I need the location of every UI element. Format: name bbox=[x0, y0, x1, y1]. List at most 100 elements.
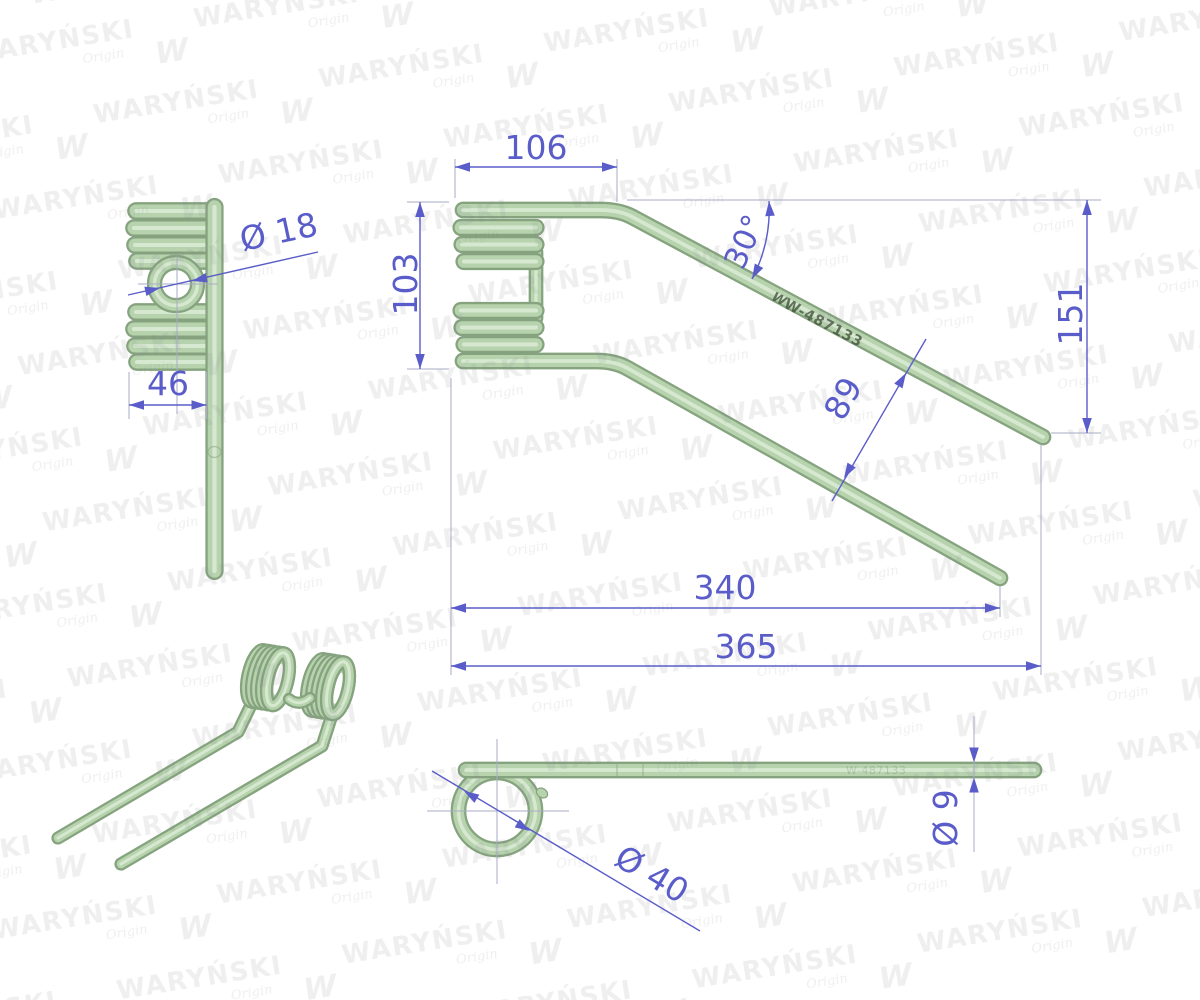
svg-text:W: W bbox=[678, 429, 714, 470]
dim-right-drop: 151 bbox=[1051, 283, 1090, 346]
spring-tine-views bbox=[51, 197, 1052, 871]
svg-text:W: W bbox=[502, 776, 538, 817]
svg-text:Origin: Origin bbox=[1057, 372, 1101, 393]
svg-text:W: W bbox=[177, 908, 213, 949]
dim-length-inner: 340 bbox=[694, 568, 757, 607]
svg-text:W: W bbox=[0, 380, 14, 421]
svg-text:W: W bbox=[128, 596, 164, 637]
svg-text:W: W bbox=[303, 248, 339, 289]
svg-text:Origin: Origin bbox=[731, 503, 775, 524]
svg-text:Origin: Origin bbox=[180, 670, 224, 691]
svg-text:Origin: Origin bbox=[506, 539, 550, 560]
svg-text:W: W bbox=[778, 333, 814, 374]
svg-text:W: W bbox=[154, 32, 190, 73]
svg-text:W: W bbox=[928, 549, 964, 590]
svg-text:Origin: Origin bbox=[430, 791, 474, 812]
svg-text:W: W bbox=[729, 21, 765, 62]
svg-text:WARYŃSKI: WARYŃSKI bbox=[0, 672, 10, 730]
svg-text:Origin: Origin bbox=[1182, 432, 1200, 453]
svg-text:Origin: Origin bbox=[1032, 215, 1076, 236]
svg-text:W: W bbox=[828, 645, 864, 686]
svg-text:Origin: Origin bbox=[305, 730, 349, 751]
svg-text:Origin: Origin bbox=[1106, 684, 1150, 705]
svg-text:Origin: Origin bbox=[981, 623, 1025, 644]
svg-text:Origin: Origin bbox=[907, 155, 951, 176]
svg-text:W: W bbox=[277, 812, 313, 853]
svg-text:W: W bbox=[1079, 45, 1115, 86]
svg-text:W: W bbox=[353, 560, 389, 601]
svg-text:Origin: Origin bbox=[1132, 120, 1176, 141]
svg-text:Origin: Origin bbox=[481, 383, 525, 404]
svg-text:WARYŃSKI: WARYŃSKI bbox=[1191, 458, 1200, 516]
svg-text:Origin: Origin bbox=[381, 479, 425, 500]
svg-text:W: W bbox=[53, 128, 89, 169]
svg-text:Origin: Origin bbox=[332, 166, 376, 187]
svg-text:Origin: Origin bbox=[256, 418, 300, 439]
svg-text:W: W bbox=[854, 81, 890, 122]
dim-side-coil-width: 46 bbox=[147, 364, 189, 403]
svg-text:W: W bbox=[1178, 669, 1200, 710]
svg-text:Origin: Origin bbox=[80, 766, 124, 787]
svg-text:W: W bbox=[478, 620, 514, 661]
svg-text:Origin: Origin bbox=[656, 755, 700, 776]
svg-text:W: W bbox=[377, 716, 413, 757]
svg-text:W: W bbox=[178, 188, 214, 229]
dim-top-width: 106 bbox=[505, 128, 568, 167]
svg-text:Origin: Origin bbox=[631, 599, 675, 620]
svg-text:Origin: Origin bbox=[706, 347, 750, 368]
svg-text:Origin: Origin bbox=[657, 35, 701, 56]
svg-text:W: W bbox=[1053, 609, 1089, 650]
svg-text:W: W bbox=[653, 273, 689, 314]
svg-text:W: W bbox=[1153, 513, 1189, 554]
svg-text:Origin: Origin bbox=[455, 947, 499, 968]
dim-coil-height: 103 bbox=[386, 253, 425, 316]
svg-text:Origin: Origin bbox=[956, 467, 1000, 488]
svg-text:Origin: Origin bbox=[1131, 840, 1175, 861]
svg-text:Origin: Origin bbox=[1007, 59, 1051, 80]
svg-text:Origin: Origin bbox=[932, 311, 976, 332]
svg-text:Origin: Origin bbox=[230, 982, 274, 1000]
svg-text:Origin: Origin bbox=[281, 574, 325, 595]
svg-text:W: W bbox=[603, 681, 639, 722]
svg-text:W: W bbox=[803, 489, 839, 530]
svg-text:Origin: Origin bbox=[531, 695, 575, 716]
svg-text:W: W bbox=[1028, 453, 1064, 494]
svg-text:W: W bbox=[78, 284, 114, 325]
svg-text:W: W bbox=[253, 656, 289, 697]
svg-text:W: W bbox=[578, 525, 614, 566]
svg-text:W: W bbox=[529, 212, 565, 253]
dim-wire-diameter: Ø 9 bbox=[926, 789, 965, 846]
dim-length-overall: 365 bbox=[715, 627, 778, 666]
svg-text:Origin: Origin bbox=[882, 0, 926, 21]
svg-text:W: W bbox=[752, 897, 788, 938]
svg-text:Origin: Origin bbox=[781, 815, 825, 836]
svg-text:Origin: Origin bbox=[782, 95, 826, 116]
svg-text:Origin: Origin bbox=[1030, 936, 1074, 957]
svg-text:Origin: Origin bbox=[82, 46, 126, 67]
svg-text:Origin: Origin bbox=[682, 191, 726, 212]
svg-text:Origin: Origin bbox=[131, 358, 175, 379]
svg-text:Origin: Origin bbox=[606, 443, 650, 464]
svg-text:Origin: Origin bbox=[106, 202, 150, 223]
svg-text:Origin: Origin bbox=[205, 826, 249, 847]
svg-text:Origin: Origin bbox=[1157, 276, 1200, 297]
svg-text:Origin: Origin bbox=[207, 106, 251, 127]
svg-text:W: W bbox=[627, 837, 663, 878]
svg-text:W: W bbox=[978, 861, 1014, 902]
svg-text:W: W bbox=[879, 237, 915, 278]
svg-text:W: W bbox=[853, 801, 889, 842]
svg-text:Origin: Origin bbox=[1006, 779, 1050, 800]
svg-text:W: W bbox=[3, 536, 39, 577]
svg-text:Origin: Origin bbox=[432, 71, 476, 92]
svg-text:W: W bbox=[402, 872, 438, 913]
svg-text:W: W bbox=[728, 741, 764, 782]
svg-text:Origin: Origin bbox=[856, 563, 900, 584]
svg-text:Origin: Origin bbox=[231, 262, 275, 283]
svg-text:W: W bbox=[404, 152, 440, 193]
svg-text:W: W bbox=[1104, 201, 1140, 242]
svg-text:Origin: Origin bbox=[1081, 528, 1125, 549]
svg-text:W: W bbox=[877, 957, 913, 998]
svg-text:W: W bbox=[152, 752, 188, 793]
svg-text:Origin: Origin bbox=[906, 875, 950, 896]
